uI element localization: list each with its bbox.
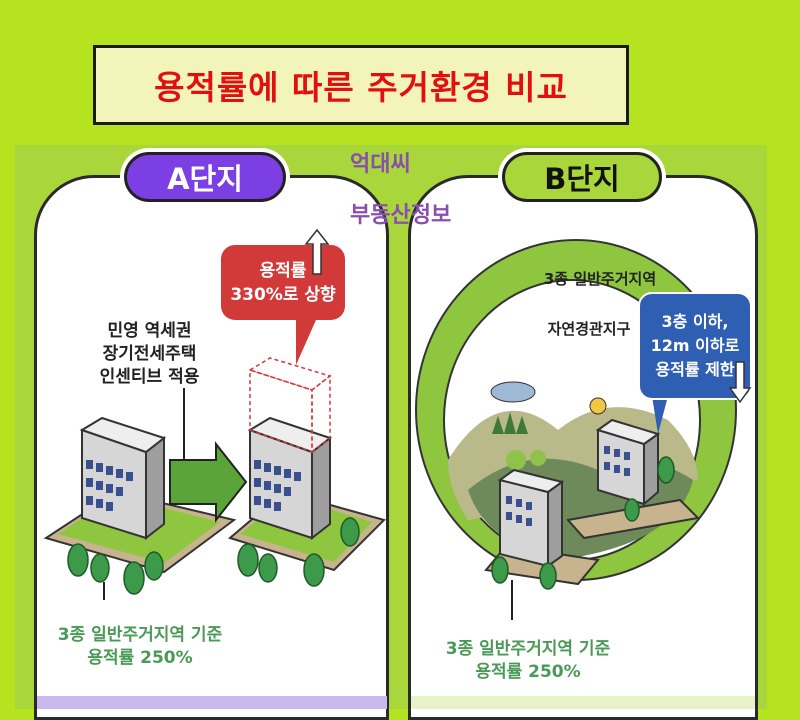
forest-trees	[492, 412, 546, 470]
policy-note-line1: 민영 역세권	[107, 321, 192, 341]
tab-a-label: A단지	[124, 152, 286, 202]
trees-right	[237, 517, 360, 587]
policy-note: 민영 역세권 장기전세주택 인센티브 적용	[82, 320, 217, 389]
panel-b-bottom-strip	[411, 696, 755, 709]
building-left-roof	[79, 416, 167, 454]
tab-b-text: B단지	[544, 162, 620, 196]
policy-note-line2: 장기전세주택	[102, 344, 197, 364]
panel-b-base-label: 3종 일반주거지역 기준 용적률 250%	[428, 638, 628, 684]
building-left-side	[145, 435, 165, 541]
callout-red-line1: 용적률	[259, 260, 307, 281]
tab-a-text: A단지	[167, 162, 243, 196]
zone-outer-label: 3종 일반주거지역	[543, 270, 657, 288]
callout-blue-line2: 12m 이하로	[650, 336, 740, 355]
windows-right	[254, 460, 301, 511]
watermark-line2: 부동산정보	[350, 203, 452, 228]
callout-far-increase: 용적률 330%로 상향	[221, 245, 345, 320]
page-title: 용적률에 따른 주거환경 비교	[154, 68, 568, 107]
trees-b	[491, 456, 675, 590]
zone-inner-label: 자연경관지구	[547, 320, 631, 338]
panel-a-base-label: 3종 일반주거지역 기준 용적률 250%	[40, 624, 240, 670]
added-floors-outline	[248, 357, 332, 454]
down-arrow-icon	[728, 361, 752, 404]
panel-a-bottom-strip	[37, 696, 387, 709]
panel-a-base-line2: 용적률 250%	[87, 648, 193, 668]
callout-red-line2: 330%로 상향	[230, 284, 336, 305]
up-arrow-icon	[304, 228, 330, 275]
windows-left	[86, 460, 133, 511]
panel-a-illustration	[43, 320, 386, 600]
policy-note-line3: 인센티브 적용	[99, 367, 200, 387]
cloud	[490, 381, 536, 403]
callout-pointer-blue	[652, 396, 668, 434]
panel-b-base-line2: 용적률 250%	[475, 662, 581, 682]
callout-blue-line3: 용적률 제한	[655, 360, 735, 379]
sun-icon	[589, 397, 607, 415]
callout-height-limit: 3층 이하, 12m 이하로 용적률 제한	[638, 292, 752, 400]
tab-b-label: B단지	[502, 152, 662, 202]
trees-left	[67, 543, 164, 595]
callout-pointer-red	[296, 320, 316, 365]
callout-blue-line1: 3층 이하,	[661, 312, 729, 331]
panel-a-base-line1: 3종 일반주거지역 기준	[57, 625, 223, 645]
panel-b-base-line1: 3종 일반주거지역 기준	[445, 639, 611, 659]
transition-arrow	[169, 441, 248, 523]
building-b-front	[499, 478, 549, 568]
title-box: 용적률에 따른 주거환경 비교	[93, 45, 629, 125]
building-right-side	[311, 435, 331, 541]
watermark-line1: 억대씨	[350, 152, 411, 177]
